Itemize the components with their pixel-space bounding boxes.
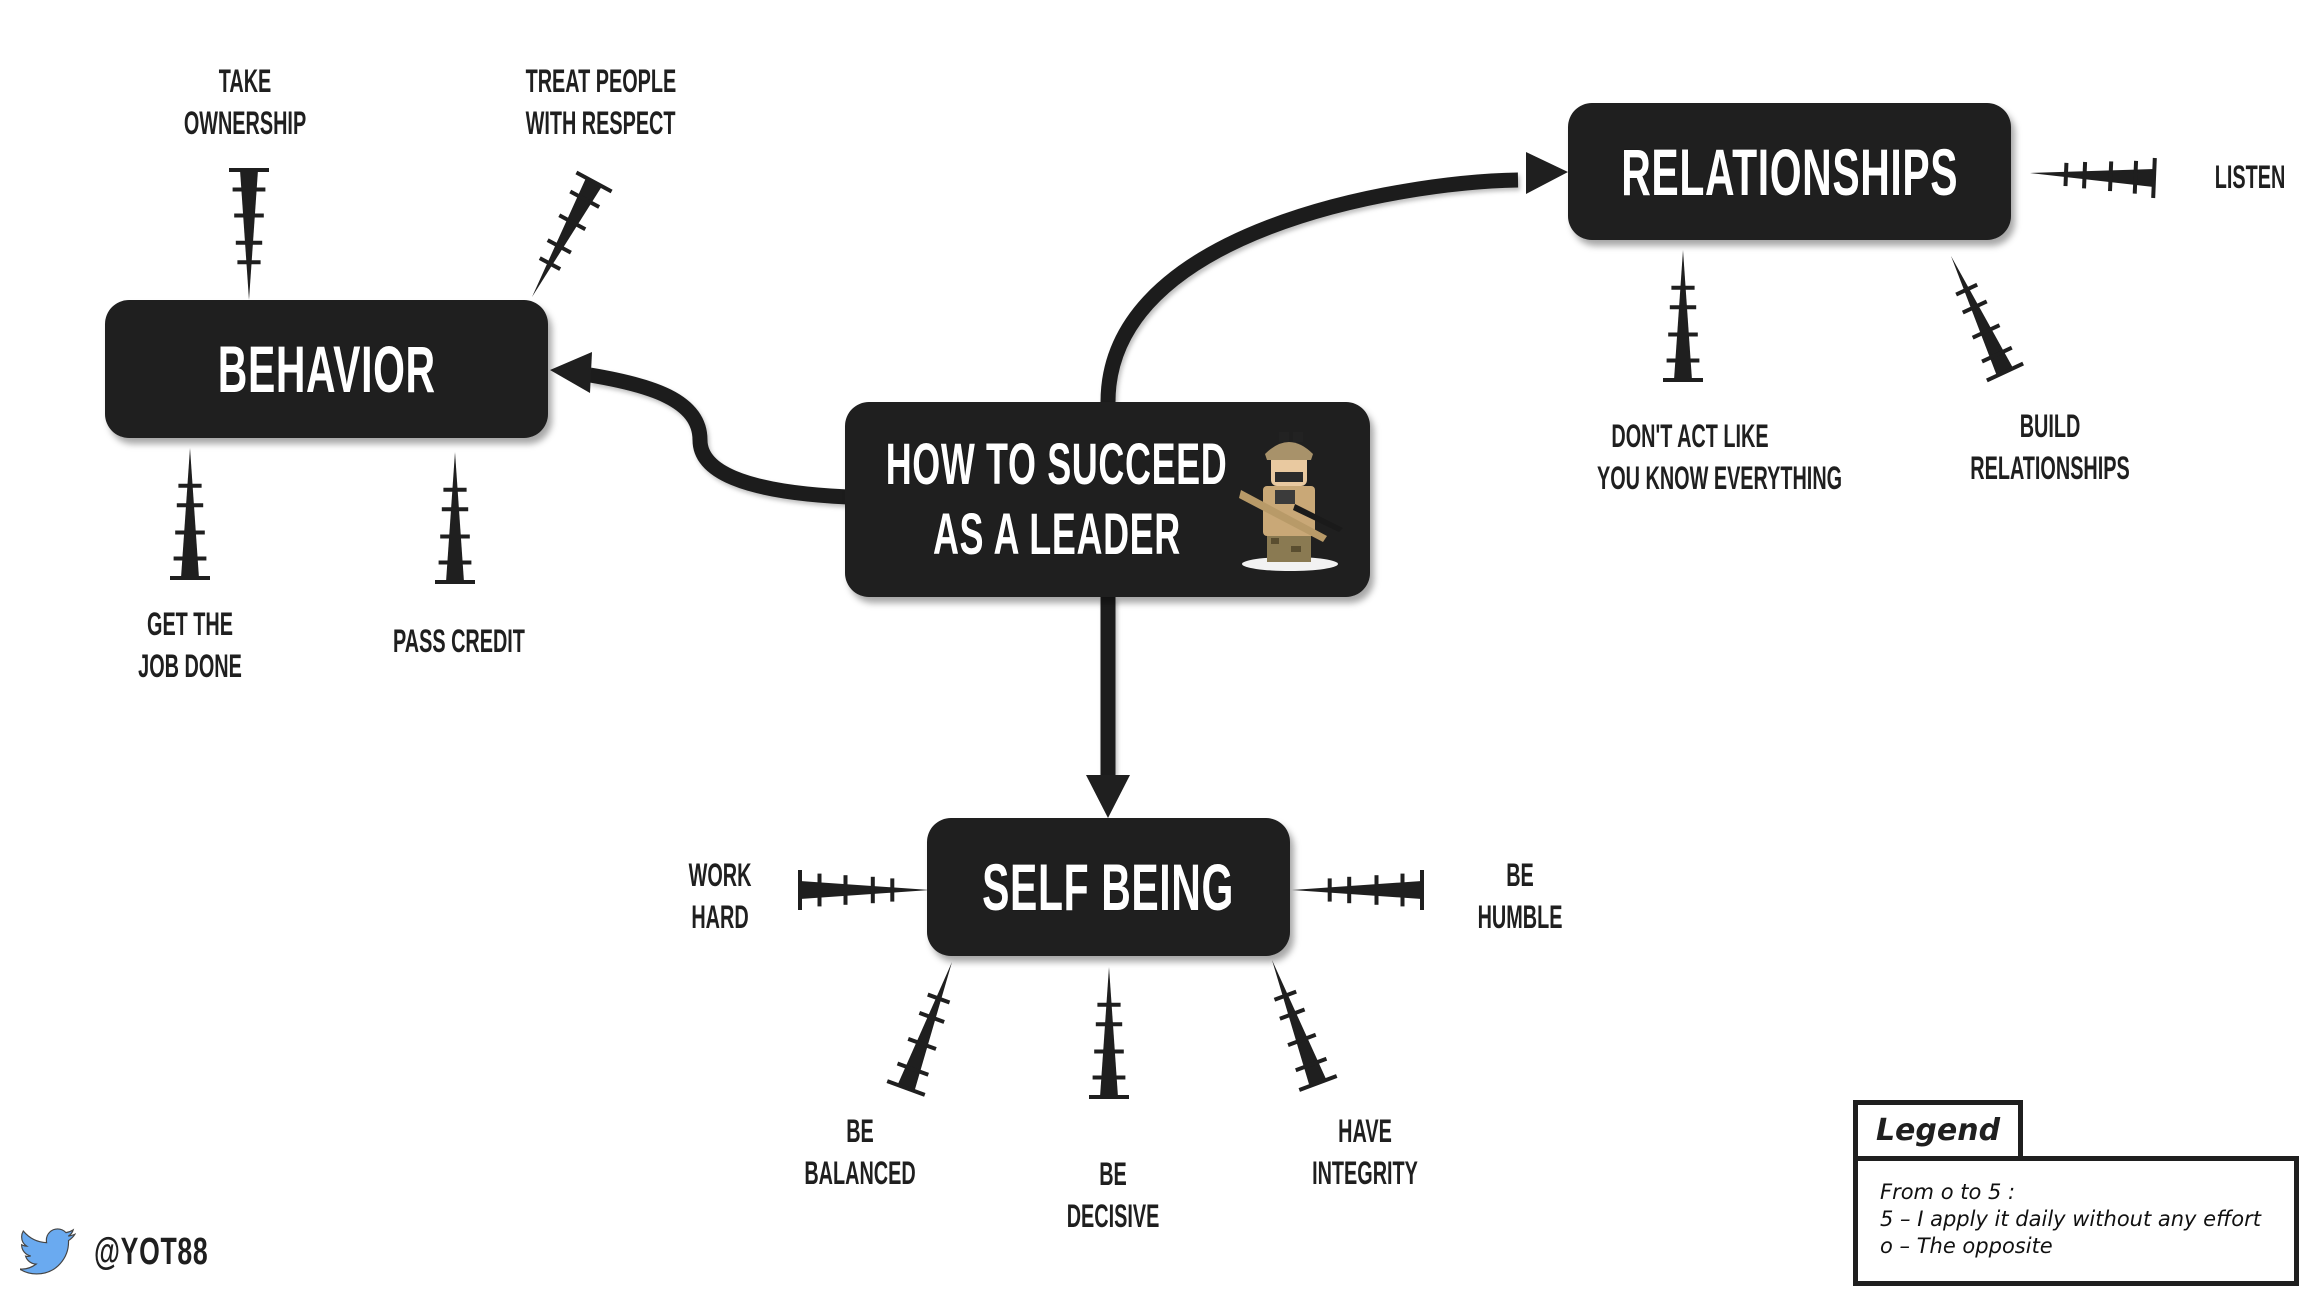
item-treat-people-with-respect: Treat peoplewith respect bbox=[525, 63, 677, 141]
rating-tick bbox=[558, 213, 587, 232]
rating-scale bbox=[1089, 967, 1129, 1099]
rating-tick bbox=[1981, 345, 2013, 364]
rating-tick bbox=[927, 992, 951, 1005]
relationships-title: Relationships bbox=[1621, 134, 1958, 209]
twitter-bird-icon bbox=[20, 1228, 76, 1275]
item-get-the-job-done: Get thejob done bbox=[138, 606, 242, 684]
soldier-minifigure-icon bbox=[1239, 432, 1343, 571]
rating-tick bbox=[1287, 1032, 1317, 1048]
rating-tick bbox=[1955, 282, 1979, 297]
rating-scale bbox=[798, 870, 930, 910]
rating-tick bbox=[2151, 157, 2157, 199]
rating-wedge bbox=[181, 448, 199, 578]
rating-tick bbox=[1971, 323, 2001, 340]
rating-tick bbox=[2132, 160, 2139, 194]
rating-wedge bbox=[532, 177, 602, 297]
rating-tick bbox=[569, 189, 601, 209]
legend-line: From o to 5 : bbox=[1880, 1180, 2016, 1204]
item-be-humble: Behumble bbox=[1477, 857, 1563, 935]
legend-line: 5 – I apply it daily without any effort bbox=[1880, 1207, 2261, 1231]
footer-handle[interactable]: @YOT88 bbox=[20, 1228, 257, 1276]
rating-wedge bbox=[800, 881, 930, 899]
item-pass-credit: Pass credit bbox=[393, 623, 525, 659]
rating-scale bbox=[2030, 157, 2157, 199]
rating-tick bbox=[1279, 1007, 1306, 1021]
item-have-integrity: Haveintegrity bbox=[1312, 1113, 1418, 1191]
legend-box: From o to 5 : 5 – I apply it daily witho… bbox=[1853, 1156, 2299, 1286]
rating-wedge bbox=[1951, 256, 2014, 376]
rating-tick bbox=[2082, 161, 2088, 189]
rating-scale bbox=[229, 168, 269, 300]
twitter-handle[interactable]: @YOT88 bbox=[94, 1230, 209, 1273]
item-listen: Listen bbox=[2214, 159, 2286, 195]
rating-wedge bbox=[897, 962, 952, 1092]
connector-to-behavior bbox=[588, 367, 849, 505]
root-title-line1: How to succeed bbox=[886, 431, 1228, 497]
rating-scale bbox=[1951, 256, 2024, 383]
legend-tab: Legend bbox=[1853, 1100, 2023, 1156]
rating-tick bbox=[896, 1061, 929, 1077]
rating-tick bbox=[918, 1011, 945, 1024]
arrowhead-selfbeing bbox=[1086, 775, 1130, 818]
rating-wedge bbox=[446, 452, 464, 582]
item-dont-act-like-you-know-everything: Don't act likeyou know everything bbox=[1597, 418, 1843, 496]
rating-tick bbox=[1273, 989, 1297, 1002]
rating-tick bbox=[2063, 162, 2069, 187]
arrowhead-behavior bbox=[550, 352, 592, 393]
rating-wedge bbox=[1272, 960, 1327, 1087]
item-be-balanced: Bebalanced bbox=[804, 1113, 916, 1191]
root-node[interactable]: How to succeed as a leader bbox=[845, 402, 1370, 597]
legend-line: o – The opposite bbox=[1880, 1234, 2053, 1258]
rating-scale bbox=[1292, 870, 1424, 910]
rating-scale bbox=[170, 448, 210, 580]
behavior-node[interactable]: Behavior bbox=[105, 300, 548, 438]
rating-tick bbox=[2108, 161, 2114, 192]
connector-to-relationships bbox=[1100, 172, 1519, 403]
rating-tick bbox=[1986, 361, 2024, 383]
rating-scale bbox=[886, 962, 952, 1097]
rating-wedge bbox=[1100, 967, 1118, 1097]
rating-scale bbox=[1663, 250, 1703, 382]
item-build-relationships: Buildrelationships bbox=[1970, 408, 2130, 486]
rating-scale bbox=[532, 170, 613, 297]
rating-wedge bbox=[240, 170, 258, 300]
rating-tick bbox=[575, 170, 613, 194]
item-take-ownership: Takeownership bbox=[183, 63, 307, 141]
rating-tick bbox=[538, 256, 562, 271]
root-title-line2: as a leader bbox=[933, 501, 1181, 567]
relationships-node[interactable]: Relationships bbox=[1568, 103, 2011, 240]
rating-scale bbox=[1272, 960, 1338, 1092]
rating-tick bbox=[886, 1079, 926, 1097]
arrowhead-relationships bbox=[1526, 152, 1568, 194]
rating-wedge bbox=[1674, 250, 1692, 380]
rating-scale bbox=[435, 452, 475, 584]
rating-tick bbox=[546, 238, 572, 255]
selfbeing-title: Self being bbox=[982, 850, 1235, 924]
selfbeing-node[interactable]: Self being bbox=[927, 818, 1290, 956]
item-work-hard: Workhard bbox=[688, 857, 752, 935]
behavior-title: Behavior bbox=[217, 332, 436, 406]
legend-title: Legend bbox=[1875, 1113, 2001, 1148]
rating-wedge bbox=[1292, 881, 1422, 899]
rating-tick bbox=[1298, 1074, 1338, 1092]
rating-wedge bbox=[2030, 169, 2155, 187]
item-be-decisive: Bedecisive bbox=[1066, 1156, 1160, 1234]
rating-tick bbox=[907, 1036, 937, 1051]
rating-tick bbox=[1961, 299, 1988, 315]
rating-tick bbox=[1295, 1056, 1328, 1073]
